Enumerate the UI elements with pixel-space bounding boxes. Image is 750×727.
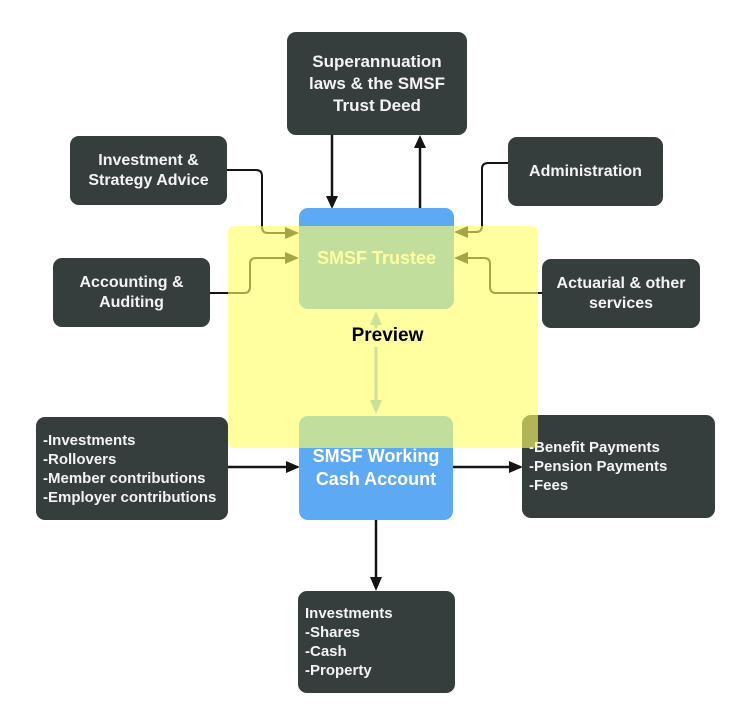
node-payment-outflows: -Benefit Payments-Pension Payments-Fees xyxy=(522,415,715,518)
arrow-laws-to-trustee xyxy=(326,135,338,209)
preview-watermark-label: Preview xyxy=(351,325,424,346)
arrow-inflows-to-working-cash xyxy=(228,461,300,473)
node-investment-types: Investments-Shares-Cash-Property xyxy=(298,591,455,693)
node-contribution-inflows: -Investments-Rollovers-Member contributi… xyxy=(36,417,228,520)
arrow-working-cash-to-investments xyxy=(370,520,382,591)
node-accounting-auditing: Accounting &Auditing xyxy=(53,258,210,327)
preview-watermark-overlay xyxy=(228,226,538,448)
node-administration: Administration xyxy=(508,137,663,206)
arrow-trustee-to-laws xyxy=(414,135,426,208)
node-investment-strategy-advice: Investment &Strategy Advice xyxy=(70,136,227,205)
arrow-working-cash-to-outflows xyxy=(453,461,523,473)
